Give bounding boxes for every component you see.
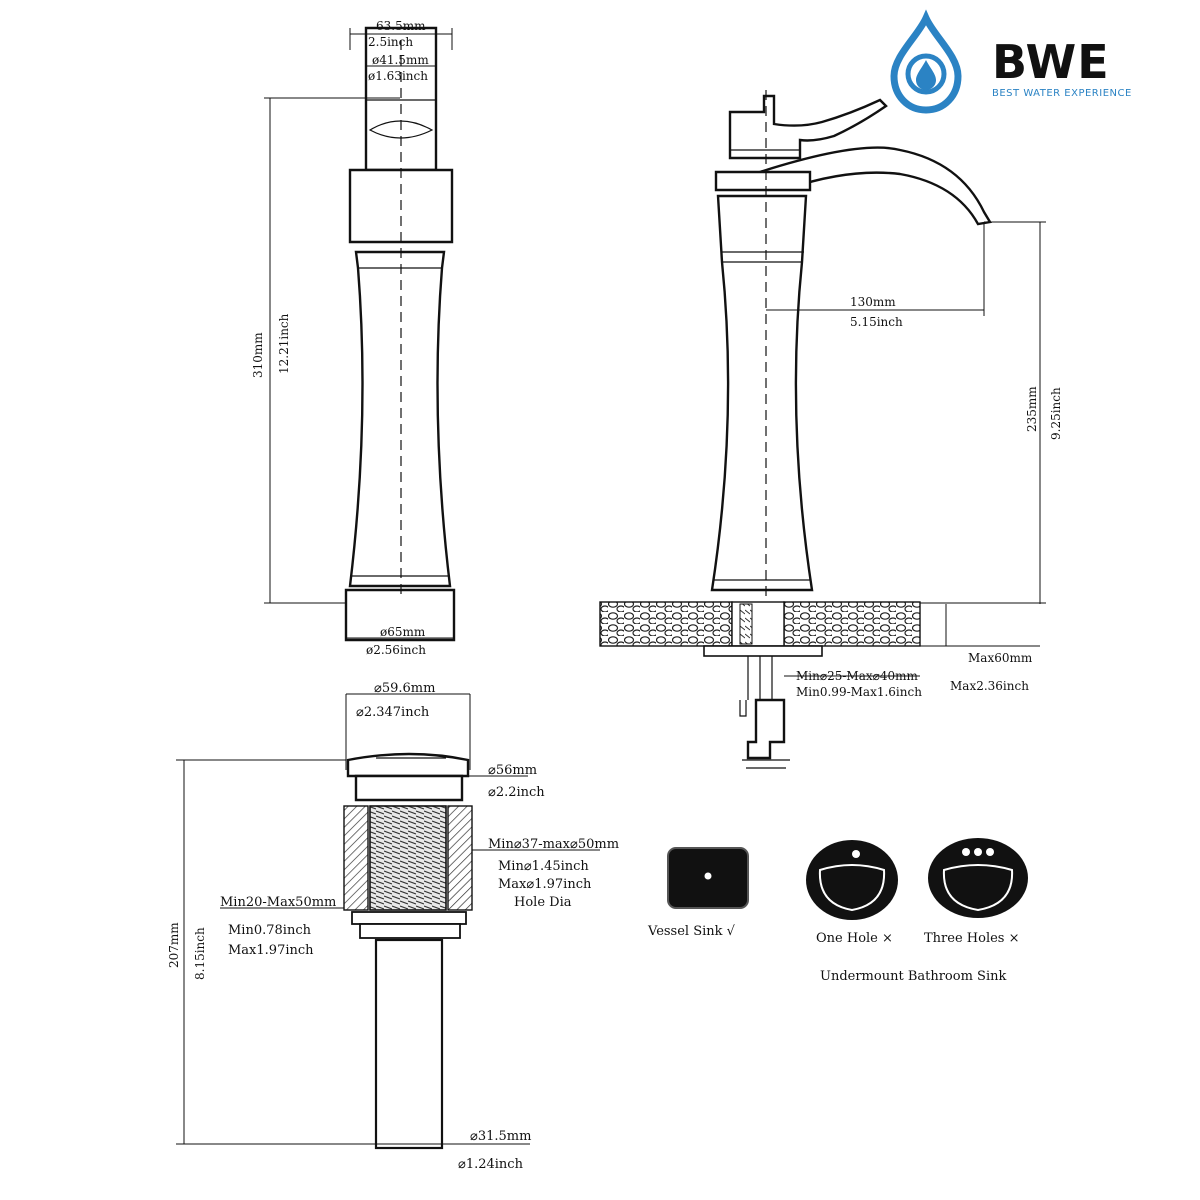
drain-thickness-max-in: Max1.97inch	[228, 943, 314, 958]
one-hole-sink-icon	[806, 840, 898, 920]
drain-hole-label: Hole Dia	[514, 895, 572, 910]
front-base	[344, 588, 456, 642]
drain-length-in: 8.15inch	[193, 927, 207, 980]
one-hole-label: One Hole ×	[816, 931, 893, 946]
drain-tail-dia-in: ⌀1.24inch	[458, 1157, 524, 1172]
drain-flange-dia-mm: ⌀56mm	[488, 763, 537, 778]
brand-tagline: BEST WATER EXPERIENCE	[992, 88, 1132, 99]
drain-thickness-mm: Min20-Max50mm	[220, 895, 336, 910]
side-hole-mm: Min⌀25-Max⌀40mm	[796, 669, 918, 683]
front-outlet-dia-in: ø1.63inch	[368, 69, 428, 83]
drain-washer	[351, 911, 467, 925]
front-height-mm: 310mm	[251, 332, 265, 378]
front-base-dia-in: ø2.56inch	[366, 643, 426, 657]
drain-threaded-body	[369, 805, 447, 911]
drain-cap-dia-mm: ⌀59.6mm	[374, 681, 435, 696]
front-body	[348, 250, 452, 588]
side-reach-mm: 130mm	[850, 295, 896, 309]
drain-flange-dia-in: ⌀2.2inch	[488, 785, 545, 800]
front-outlet-dia-mm: ø41.5mm	[372, 53, 429, 67]
brand-name: BWE	[992, 35, 1110, 89]
undermount-label: Undermount Bathroom Sink	[820, 969, 1006, 984]
countertop-left	[599, 601, 733, 647]
three-holes-label: Three Holes ×	[924, 931, 1020, 946]
mounting-shank	[739, 603, 753, 645]
side-hole-in: Min0.99-Max1.6inch	[796, 685, 922, 699]
side-deck-thickness-mm: Max60mm	[968, 651, 1033, 665]
brand-logo: BWE BEST WATER EXPERIENCE	[890, 9, 1132, 114]
drain-length-mm: 207mm	[167, 922, 181, 968]
side-reach-in: 5.15inch	[850, 315, 903, 329]
sink-wall-right	[447, 805, 473, 911]
drain-cap-dia-in: ⌀2.347inch	[356, 705, 430, 720]
drain-tail-dia-mm: ⌀31.5mm	[470, 1129, 531, 1144]
drain-tail-pipe	[374, 938, 444, 1150]
drain-flange	[354, 774, 464, 802]
countertop-right	[783, 601, 921, 647]
drain-hole-mm: Min⌀37-max⌀50mm	[488, 837, 619, 852]
drain-lock-nut	[359, 923, 461, 939]
mounting-plate	[703, 645, 823, 657]
three-holes-sink-icon	[928, 838, 1028, 918]
drain-hole-min-in: Min⌀1.45inch	[498, 859, 589, 874]
faucet-front-view: 63.5mm 2.5inch ø41.5mm ø1.63inch 310mm 1…	[251, 19, 456, 657]
side-body	[710, 194, 814, 592]
side-spout	[756, 146, 992, 226]
vessel-sink-icon	[667, 847, 749, 909]
side-collar	[714, 170, 812, 192]
water-drop-icon	[890, 9, 962, 114]
side-spout-height-mm: 235mm	[1025, 386, 1039, 432]
sink-compatibility: Vessel Sink √ One Hole × Three Holes × U…	[647, 838, 1028, 984]
front-height-in: 12.21inch	[277, 313, 291, 374]
vessel-sink-label: Vessel Sink √	[647, 924, 736, 939]
supply-connector	[746, 698, 786, 760]
sink-wall-left	[343, 805, 369, 911]
front-top-width-mm: 63.5mm	[376, 19, 426, 33]
drain-thickness-min-in: Min0.78inch	[228, 923, 312, 938]
drain-assembly: ⌀59.6mm ⌀2.347inch ⌀56mm ⌀2.2inch Min⌀37…	[167, 681, 619, 1172]
faucet-side-view: 130mm 5.15inch 235mm 9.25inch Max60mm Ma…	[599, 90, 1063, 769]
drain-cap	[346, 752, 470, 778]
front-base-dia-mm: ø65mm	[380, 625, 426, 639]
side-handle	[728, 94, 888, 160]
front-top-width-in: 2.5inch	[368, 35, 413, 49]
side-deck-thickness-in: Max2.36inch	[950, 679, 1029, 693]
side-spout-height-in: 9.25inch	[1049, 387, 1063, 440]
drain-hole-max-in: Max⌀1.97inch	[498, 877, 592, 892]
